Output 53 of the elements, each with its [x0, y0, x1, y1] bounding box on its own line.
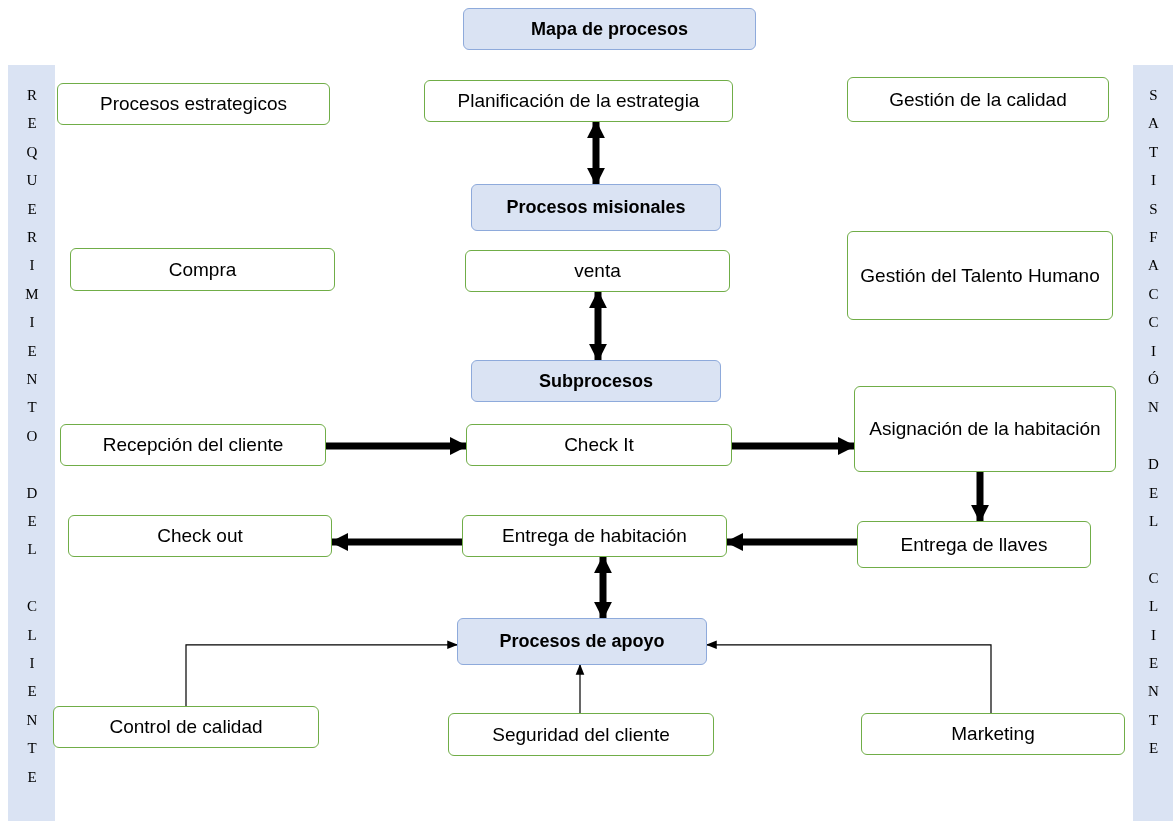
process-box: [68, 515, 332, 557]
arrow: [588, 290, 608, 362]
vertical-label: SATISFACCIÓN DEL CLIENTE: [1145, 87, 1161, 769]
arrow: [185, 640, 459, 707]
header-box: [471, 360, 721, 402]
box-label: Compra: [168, 258, 237, 281]
header-box: [463, 8, 756, 50]
process-box: [854, 386, 1116, 472]
process-box: [448, 713, 714, 756]
box-label: Check It: [564, 434, 634, 456]
box-label: Entrega de llaves: [900, 533, 1048, 556]
process-box: [462, 515, 727, 557]
process-box: [60, 424, 326, 466]
box-label: Control de calidad: [109, 716, 263, 738]
box-label: Check out: [157, 525, 243, 547]
box-label: Procesos de apoyo: [499, 631, 665, 652]
process-box: [847, 231, 1113, 320]
process-box: [424, 80, 733, 122]
arrow: [732, 436, 856, 456]
process-box: [847, 77, 1109, 122]
header-box: [457, 618, 707, 665]
process-box: [857, 521, 1091, 568]
box-label: Asignación de la habitación: [869, 418, 1101, 440]
arrow: [326, 436, 468, 456]
process-box: [57, 83, 330, 125]
process-box: [466, 424, 732, 466]
process-box: [465, 250, 730, 292]
box-label: Procesos estrategicos: [100, 93, 287, 115]
arrow: [705, 640, 992, 714]
box-label: Mapa de procesos: [530, 18, 689, 40]
arrow: [593, 555, 613, 620]
arrow: [586, 120, 606, 186]
arrow: [575, 663, 585, 714]
box-label: Planificación de la estrategia: [457, 90, 700, 112]
vertical-label: REQUERIMIENTO DEL CLIENTE: [24, 87, 39, 797]
box-label: venta: [574, 260, 621, 282]
box-label: Gestión de la calidad: [889, 88, 1067, 111]
box-label: Subprocesos: [539, 370, 653, 392]
box-label: Gestión del Talento Humano: [860, 264, 1100, 287]
arrow: [330, 532, 462, 552]
arrow: [725, 532, 857, 552]
box-label: Procesos misionales: [506, 197, 686, 218]
box-label: Entrega de habitación: [502, 525, 687, 547]
side-band: [1133, 65, 1173, 821]
box-label: Recepción del cliente: [102, 434, 284, 456]
box-label: Marketing: [951, 723, 1035, 745]
process-box: [861, 713, 1125, 755]
process-box: [70, 248, 335, 291]
header-box: [471, 184, 721, 231]
box-label: Seguridad del cliente: [492, 723, 670, 746]
arrow: [970, 472, 990, 523]
process-box: [53, 706, 319, 748]
side-band: [8, 65, 55, 821]
